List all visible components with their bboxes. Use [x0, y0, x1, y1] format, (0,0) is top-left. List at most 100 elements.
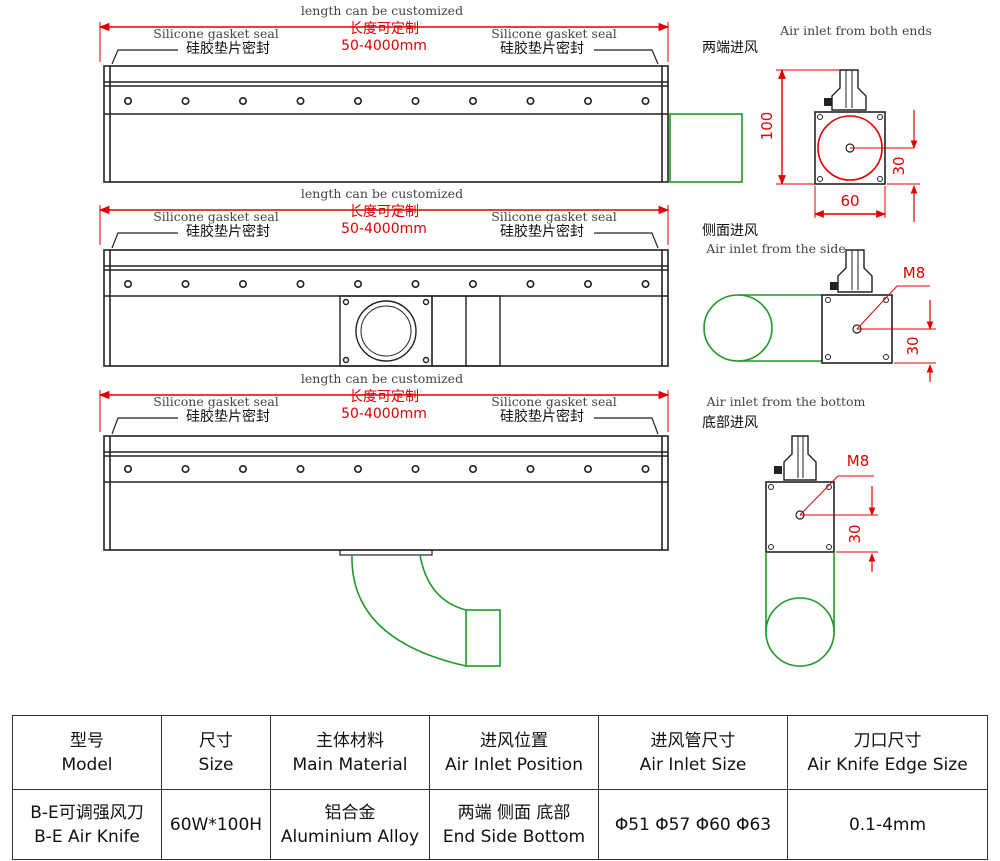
leader-line	[111, 49, 178, 65]
header-en: Air Inlet Position	[445, 754, 583, 775]
bolt-hole	[181, 279, 190, 288]
offset-value: 30	[846, 524, 864, 543]
inlet-note-en: Air inlet from the side	[705, 241, 846, 256]
bolt-hole	[124, 97, 133, 106]
end-inlet-pipe	[669, 113, 743, 183]
seal-left-cn: 硅胶垫片密封	[186, 408, 270, 425]
air-knife-body	[103, 435, 669, 551]
length-note-cn: 长度可定制	[349, 389, 419, 405]
spec-table: 型号 Model 尺寸 Size 主体材料 Main Material 进风位置…	[12, 715, 988, 860]
model-en: B-E Air Knife	[34, 826, 140, 847]
bolt-hole	[239, 97, 248, 106]
model-cn: B-E可调强风刀	[30, 802, 144, 823]
seal-right-en: Silicone gasket seal	[491, 209, 617, 224]
bolt-hole	[411, 464, 420, 473]
view-side-inlet: length can be customized 长度可定制 50-4000mm…	[98, 186, 936, 382]
bolt-hole	[468, 279, 477, 288]
cell-material: 铝合金 Aluminium Alloy	[270, 789, 430, 860]
bolt-hole	[181, 464, 190, 473]
bolt-hole	[641, 464, 650, 473]
header-size: 尺寸 Size	[161, 715, 271, 790]
bolt-row	[124, 97, 650, 106]
air-knife-body	[103, 249, 669, 367]
bolt-hole	[526, 279, 535, 288]
length-note-en: length can be customized	[301, 186, 463, 201]
bolt-hole	[641, 279, 650, 288]
bolt-hole	[526, 97, 535, 106]
length-note-en: length can be customized	[301, 3, 463, 18]
header-en: Main Material	[292, 754, 408, 775]
length-note-cn: 长度可定制	[349, 21, 419, 37]
spec-header-row: 型号 Model 尺寸 Size 主体材料 Main Material 进风位置…	[12, 715, 988, 790]
inlet-note-cn: 两端进风	[702, 40, 758, 56]
bolt-hole	[296, 279, 305, 288]
leader-line	[594, 232, 659, 249]
bolt-hole	[239, 464, 248, 473]
leader-line	[799, 475, 874, 516]
cell-model: B-E可调强风刀 B-E Air Knife	[12, 789, 162, 860]
position-en: End Side Bottom	[442, 826, 586, 847]
header-en: Model	[61, 754, 113, 775]
leader-line	[856, 285, 930, 330]
bolt-hole	[296, 97, 305, 106]
cell-edge-size: 0.1-4mm	[787, 789, 988, 860]
header-cn: 尺寸	[199, 730, 233, 751]
header-inlet-size: 进风管尺寸 Air Inlet Size	[598, 715, 788, 790]
length-note-en: length can be customized	[301, 371, 463, 386]
bolt-hole	[239, 279, 248, 288]
header-material: 主体材料 Main Material	[270, 715, 430, 790]
header-en: Air Inlet Size	[639, 754, 747, 775]
technical-drawing: length can be customized 长度可定制 50-4000mm…	[98, 3, 936, 667]
bolt-hole	[526, 464, 535, 473]
seal-left-cn: 硅胶垫片密封	[186, 223, 270, 240]
view-bottom-inlet: length can be customized 长度可定制 50-4000mm…	[98, 371, 878, 667]
bolt-hole	[468, 97, 477, 106]
bolt-row	[124, 464, 650, 473]
bolt-row	[124, 279, 650, 288]
header-cn: 型号	[70, 730, 104, 751]
inlet-note-en: Air inlet from the bottom	[706, 394, 866, 409]
leader-line	[111, 232, 178, 249]
header-en: Air Knife Edge Size	[807, 754, 968, 775]
position-cn: 两端 侧面 底部	[457, 802, 571, 823]
offset-value: 30	[904, 336, 922, 355]
bolt-hole	[296, 464, 305, 473]
air-knife-body	[103, 65, 669, 183]
cell-inlet-size: Φ51 Φ57 Φ60 Φ63	[598, 789, 788, 860]
length-range: 50-4000mm	[341, 221, 427, 237]
section-view-end	[814, 69, 914, 185]
view-end-inlet: length can be customized 长度可定制 50-4000mm…	[98, 3, 932, 222]
header-model: 型号 Model	[12, 715, 162, 790]
offset-value: 30	[890, 156, 908, 175]
height-value: 100	[758, 112, 776, 141]
header-en: Size	[198, 754, 234, 775]
inlet-note-en: Air inlet from both ends	[779, 23, 932, 38]
thread-label: M8	[903, 264, 926, 282]
bolt-hole	[468, 464, 477, 473]
bolt-hole	[583, 279, 592, 288]
header-cn: 进风管尺寸	[650, 730, 736, 751]
seal-right-cn: 硅胶垫片密封	[500, 223, 584, 240]
inlet-note-cn: 侧面进风	[702, 223, 758, 239]
cell-size: 60W*100H	[161, 789, 271, 860]
seal-left-en: Silicone gasket seal	[153, 394, 279, 409]
length-note-cn: 长度可定制	[349, 204, 419, 220]
seal-right-cn: 硅胶垫片密封	[500, 408, 584, 425]
length-range: 50-4000mm	[341, 38, 427, 54]
seal-left-en: Silicone gasket seal	[153, 26, 279, 41]
bolt-hole	[353, 464, 362, 473]
header-cn: 主体材料	[316, 730, 384, 751]
bottom-inlet-elbow	[339, 549, 501, 667]
leader-line	[594, 417, 659, 435]
seal-right-en: Silicone gasket seal	[491, 394, 617, 409]
bolt-hole	[353, 97, 362, 106]
seal-left-en: Silicone gasket seal	[153, 209, 279, 224]
inlet-note-cn: 底部进风	[702, 415, 758, 431]
bolt-hole	[411, 279, 420, 288]
section-view-side	[703, 249, 893, 364]
bolt-hole	[181, 97, 190, 106]
seal-right-cn: 硅胶垫片密封	[500, 40, 584, 57]
side-inlet-flange	[339, 295, 501, 367]
seal-left-cn: 硅胶垫片密封	[186, 40, 270, 57]
header-inlet-position: 进风位置 Air Inlet Position	[429, 715, 599, 790]
